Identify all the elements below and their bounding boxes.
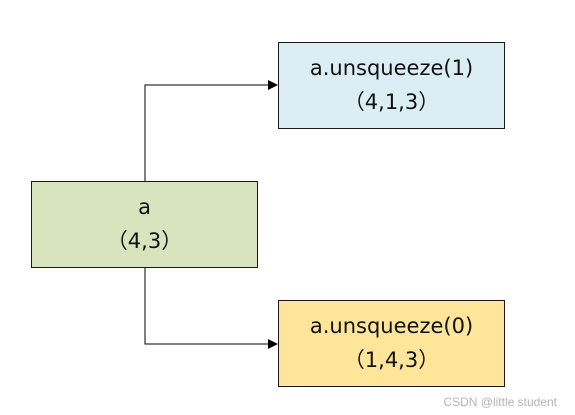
source-tensor-shape: （4,3） xyxy=(106,228,183,253)
watermark: CSDN @little student xyxy=(443,395,557,409)
unsqueeze-0-label: a.unsqueeze(0) xyxy=(309,313,474,338)
arrow-to-unsqueeze-1 xyxy=(144,80,278,181)
source-tensor-box: a （4,3） xyxy=(31,181,258,268)
unsqueeze-1-shape: （4,1,3） xyxy=(343,89,440,114)
unsqueeze-1-box: a.unsqueeze(1) （4,1,3） xyxy=(278,42,505,129)
unsqueeze-0-shape: （1,4,3） xyxy=(343,347,440,372)
arrow-to-unsqueeze-0 xyxy=(144,268,278,349)
unsqueeze-0-box: a.unsqueeze(0) （1,4,3） xyxy=(278,300,505,387)
source-tensor-name: a xyxy=(138,194,151,219)
unsqueeze-1-label: a.unsqueeze(1) xyxy=(309,55,474,80)
